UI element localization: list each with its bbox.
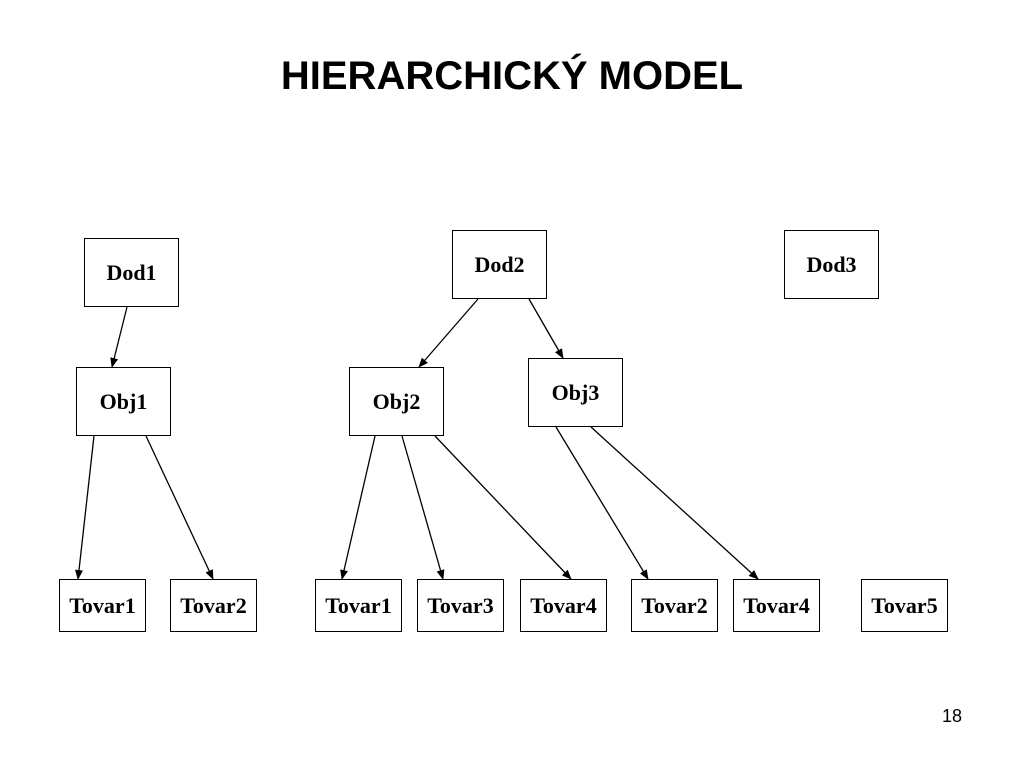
node-tovar5: Tovar5 [861,579,948,632]
node-tovar3: Tovar3 [417,579,504,632]
node-tovar1-b: Tovar1 [315,579,402,632]
node-tovar2-b: Tovar2 [631,579,718,632]
node-obj3: Obj3 [528,358,623,427]
edge-obj2-t5 [434,435,572,580]
edge-dod1-obj1 [110,306,128,368]
edge-obj1-t1 [75,435,95,580]
edge-obj1-t2 [145,435,214,580]
node-dod3: Dod3 [784,230,879,299]
node-obj1: Obj1 [76,367,171,436]
edge-obj2-t3 [340,435,376,580]
slide-title: HIERARCHICKÝ MODEL [280,54,744,98]
node-tovar2-a: Tovar2 [170,579,257,632]
node-tovar4-b: Tovar4 [733,579,820,632]
edge-dod2-obj2 [418,298,479,368]
edge-obj3-t6 [555,426,649,580]
edge-obj3-t7 [590,426,759,580]
node-dod2: Dod2 [452,230,547,299]
node-tovar4-a: Tovar4 [520,579,607,632]
page-number: 18 [941,706,962,726]
edge-dod2-obj3 [528,298,564,359]
node-tovar1-a: Tovar1 [59,579,146,632]
node-dod1: Dod1 [84,238,179,307]
edge-obj2-t4 [401,435,445,580]
node-obj2: Obj2 [349,367,444,436]
